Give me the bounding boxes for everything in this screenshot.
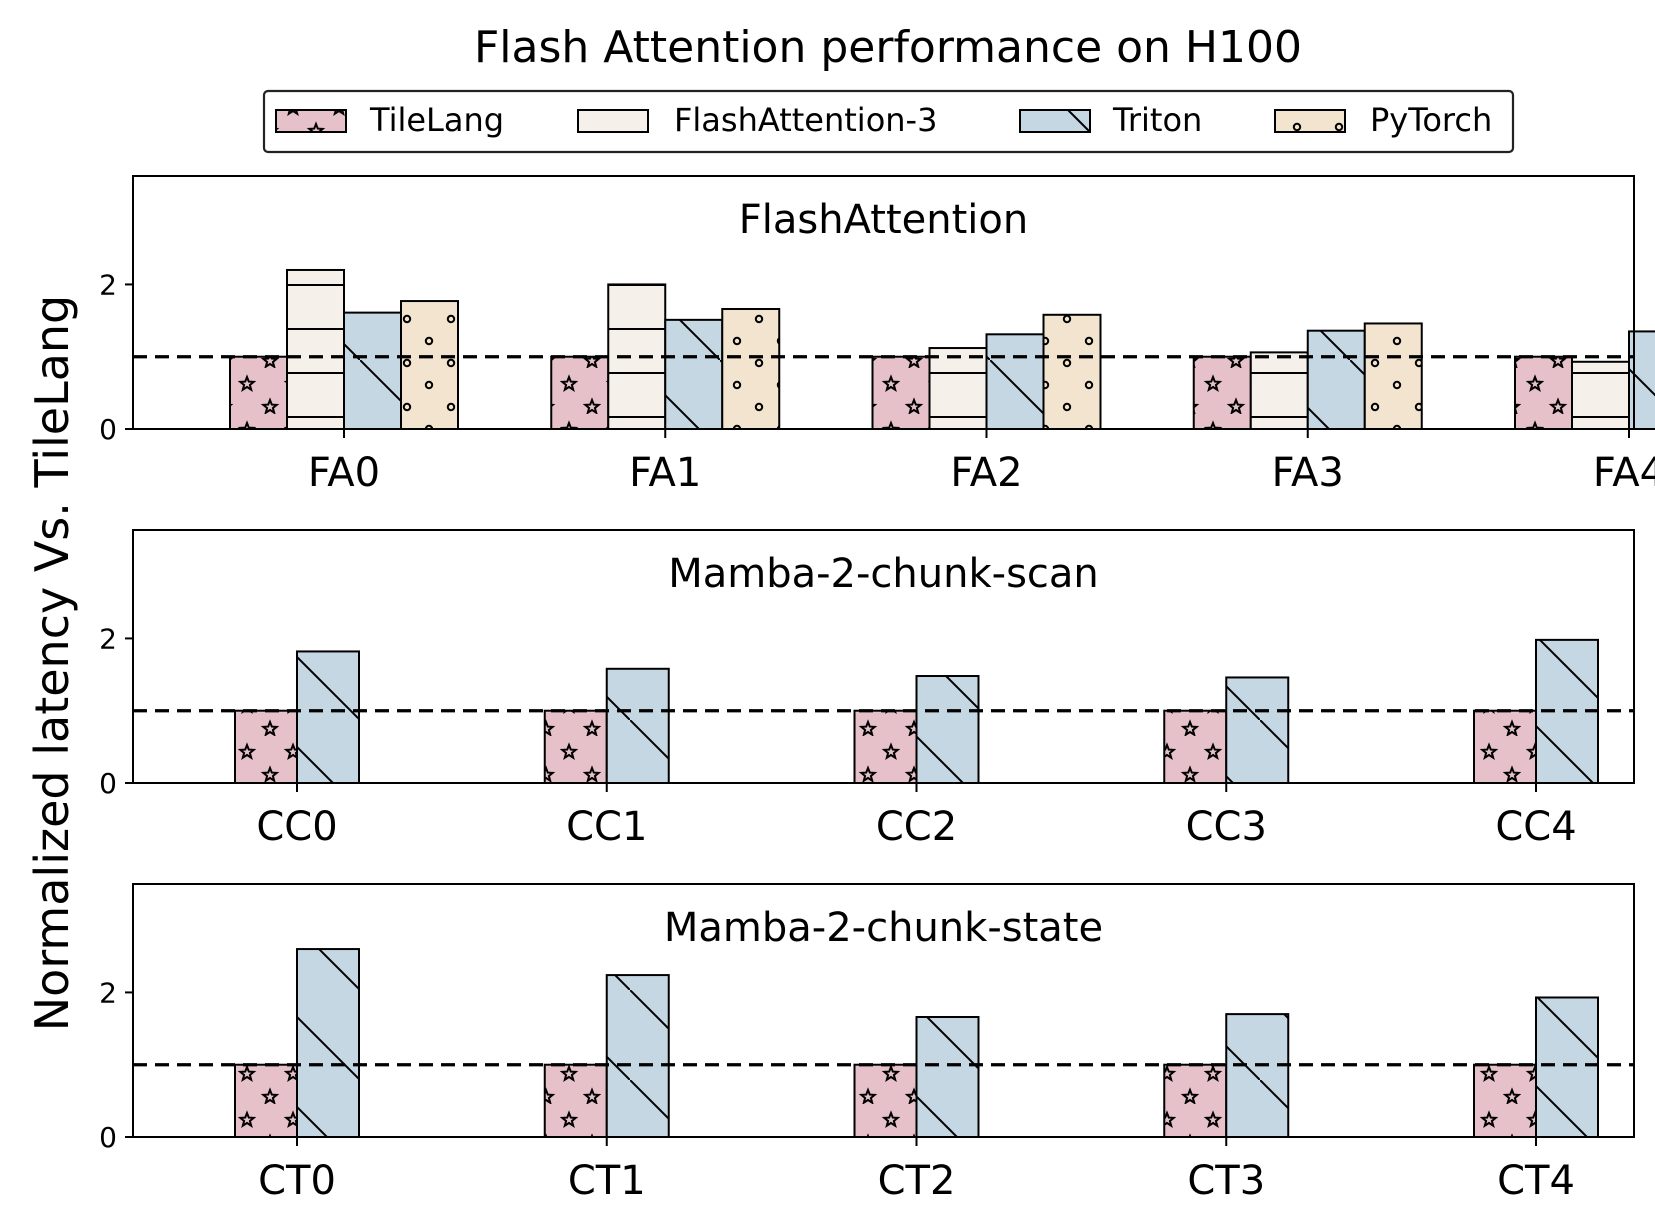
legend-swatch-hatch-tilelang: [275, 109, 347, 133]
axes-frame: [132, 175, 1635, 430]
legend-swatch-dot-2: [1334, 122, 1344, 132]
bar-flashattention-3-fa2-hatch: [929, 348, 987, 429]
bar-triton-fa2-hatch: [986, 334, 1044, 429]
y-tick-label-2: 2: [99, 622, 117, 655]
bar-pytorch-fa3-hatch: [1364, 323, 1422, 429]
x-tick-label-cc3: CC3: [1186, 804, 1267, 850]
x-tick-label-cc0: CC0: [256, 804, 337, 850]
legend-swatch-flashattention-3: [577, 109, 649, 133]
bar-triton-cc1-hatch: [606, 668, 669, 783]
bar-tilelang-cc3-hatch: [1164, 710, 1227, 783]
bar-tilelang-fa0-hatch: [230, 356, 287, 429]
bar-tilelang-ct0-hatch: [235, 1064, 297, 1137]
x-tick-label-cc2: CC2: [876, 804, 957, 850]
legend-item-pytorch: PyTorch: [1274, 101, 1492, 139]
legend-label-triton: Triton: [1112, 101, 1202, 139]
x-tick-label-cc1: CC1: [566, 804, 647, 850]
bar-tilelang-fa1-hatch: [551, 356, 609, 429]
bar-pytorch-fa1-hatch: [722, 309, 780, 429]
x-tick-label-ct3: CT3: [1187, 1158, 1265, 1204]
bar-triton-fa4-outline: [1628, 330, 1655, 430]
bar-tilelang-ct2-hatch: [854, 1064, 917, 1137]
bar-tilelang-cc1-hatch: [544, 710, 607, 783]
bar-flashattention-3-fa1-hatch: [608, 284, 666, 429]
bar-pytorch-fa2-hatch: [1043, 314, 1101, 429]
y-tick-label-0: 0: [99, 1121, 117, 1154]
bar-tilelang-ct3-hatch: [1164, 1064, 1227, 1137]
bar-triton-cc3-hatch: [1226, 677, 1289, 783]
bar-triton-fa0-hatch: [344, 312, 401, 429]
bar-triton-cc0-hatch: [297, 651, 359, 783]
figure-title: Flash Attention performance on H100: [474, 22, 1302, 73]
panel-title-flashattention: FlashAttention: [739, 197, 1028, 243]
panel-title-mamba-2-chunk-state: Mamba-2-chunk-state: [664, 905, 1103, 951]
y-tick-label-0: 0: [99, 767, 117, 800]
bar-triton-ct3-hatch: [1226, 1014, 1289, 1137]
bar-pytorch-fa0-hatch: [401, 301, 458, 429]
x-tick-label-fa0: FA0: [308, 450, 380, 496]
bar-flashattention-3-fa0-hatch: [287, 269, 344, 429]
bar-tilelang-ct4-hatch: [1474, 1064, 1536, 1137]
bar-tilelang-fa2-hatch: [872, 356, 930, 429]
y-tick-label-2: 2: [99, 976, 117, 1009]
legend-label-tilelang: TileLang: [369, 101, 504, 139]
y-axis-label: Normalized latency Vs. TileLang: [25, 295, 79, 1031]
legend-swatch-hatch-triton: [1067, 109, 1091, 133]
bar-flashattention-3-fa4-hatch: [1572, 361, 1629, 429]
bar-flashattention-3-fa3-hatch: [1250, 352, 1308, 429]
bar-triton-cc2-hatch: [916, 676, 979, 783]
legend-frame: [262, 89, 1515, 154]
legend-swatch-pytorch: [1274, 109, 1346, 133]
panel-title-mamba-2-chunk-scan: Mamba-2-chunk-scan: [668, 551, 1099, 597]
bar-tilelang-fa3-hatch: [1193, 356, 1251, 429]
legend: TileLang FlashAttention-3 Triton PyTorch: [262, 89, 1515, 154]
bar-triton-fa3-hatch: [1307, 330, 1365, 429]
x-tick-label-cc4: CC4: [1495, 804, 1576, 850]
axes-frame: [132, 883, 1635, 1138]
bar-tilelang-cc0-hatch: [235, 710, 297, 783]
x-tick-label-ct2: CT2: [878, 1158, 956, 1204]
x-tick-label-fa4: FA4: [1593, 450, 1655, 496]
axes-frame: [132, 529, 1635, 784]
y-tick-label-2: 2: [99, 268, 117, 301]
legend-item-triton: Triton: [1019, 101, 1202, 139]
bar-triton-ct0-hatch: [297, 949, 359, 1137]
bar-triton-fa1-hatch: [665, 319, 723, 429]
legend-swatch-dot-1: [1292, 122, 1302, 132]
legend-label-flashattention-3: FlashAttention-3: [674, 101, 937, 139]
bar-triton-ct1-hatch: [606, 975, 669, 1137]
legend-label-pytorch: PyTorch: [1370, 101, 1492, 139]
bar-tilelang-ct1-hatch: [544, 1064, 607, 1137]
bar-triton-fa4-hatch: [1629, 331, 1655, 429]
bar-tilelang-fa4-hatch: [1515, 356, 1572, 429]
x-tick-label-fa3: FA3: [1272, 450, 1344, 496]
y-tick-label-0: 0: [99, 413, 117, 446]
x-tick-label-fa2: FA2: [950, 450, 1022, 496]
bar-triton-ct2-hatch: [916, 1017, 979, 1137]
x-tick-label-ct0: CT0: [258, 1158, 336, 1204]
legend-item-flashattention-3: FlashAttention-3: [577, 101, 937, 139]
x-tick-label-ct1: CT1: [568, 1158, 646, 1204]
bar-triton-ct4-hatch: [1536, 997, 1598, 1137]
x-tick-label-fa1: FA1: [629, 450, 701, 496]
bar-tilelang-cc4-hatch: [1474, 710, 1536, 783]
x-tick-label-ct4: CT4: [1497, 1158, 1575, 1204]
legend-item-tilelang: TileLang: [275, 101, 504, 139]
bar-tilelang-cc2-hatch: [854, 710, 917, 783]
